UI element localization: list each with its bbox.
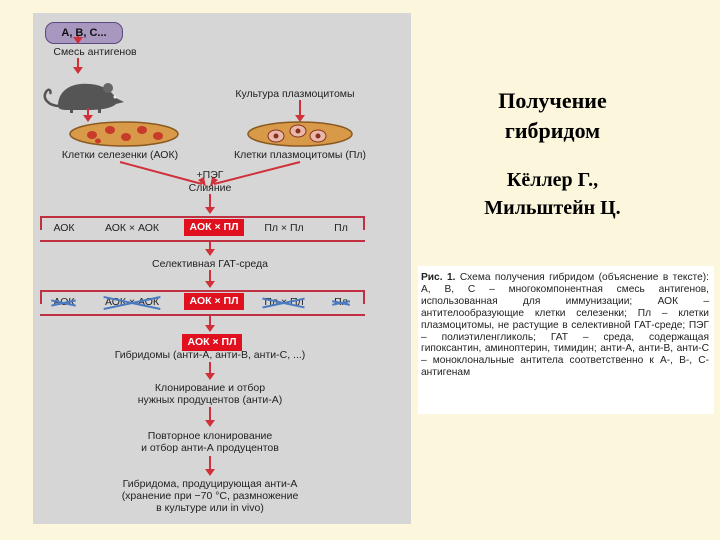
fusion-label: Слияние bbox=[188, 182, 232, 194]
converging-arrows bbox=[119, 161, 301, 187]
caption-box bbox=[418, 266, 714, 414]
row2-tick-right bbox=[363, 290, 365, 304]
row2-pl-pl: Пл × Пл bbox=[264, 296, 304, 308]
row2-pl: Пл bbox=[334, 296, 348, 308]
plasmacytoma-culture-label: Культура плазмоцитомы bbox=[235, 88, 355, 100]
row1-tick-right bbox=[363, 216, 365, 230]
row2-tick-left bbox=[40, 290, 42, 304]
hybridomas-label: Гибридомы (анти-А, анти-В, анти-С, ...) bbox=[114, 349, 306, 361]
figure-caption: Рис. 1. Схема получения гибридом (объясн… bbox=[421, 272, 709, 379]
plasmacytoma-cells-label: Клетки плазмоцитомы (Пл) bbox=[233, 149, 367, 161]
row1-pl: Пл bbox=[334, 222, 348, 234]
authors: Кёллер Г., Мильштейн Ц. bbox=[484, 169, 621, 219]
row1-tick-left bbox=[40, 216, 42, 230]
row2-aok: АОК bbox=[53, 296, 75, 308]
row1-aok-pl: АОК × ПЛ bbox=[184, 219, 244, 236]
final-label-3: в культуре или in vivo) bbox=[156, 502, 264, 514]
mouse-icon bbox=[43, 83, 124, 113]
row1-aok-aok: АОК × АОК bbox=[104, 222, 160, 234]
row2-line-top bbox=[40, 290, 365, 292]
cloning-label-1: Клонирование и отбор bbox=[154, 382, 266, 394]
final-label-2: (хранение при −70 °С, размножение bbox=[121, 490, 299, 502]
row1-line-top bbox=[40, 216, 365, 218]
plasmacytoma-cells-dish bbox=[247, 121, 353, 147]
selective-medium-label: Селективная ГАТ-среда bbox=[152, 258, 268, 270]
spleen-cells-label: Клетки селезенки (АОК) bbox=[61, 149, 179, 161]
recloning-label-2: и отбор анти-А продуцентов bbox=[141, 442, 279, 454]
row2-line-bottom bbox=[40, 314, 365, 316]
row1-aok: АОК bbox=[53, 222, 75, 234]
row1-line-bottom bbox=[40, 240, 365, 242]
antigens-badge: A, B, C... bbox=[45, 22, 123, 44]
peg-label: +ПЭГ bbox=[196, 169, 224, 181]
hybrid-box: АОК × ПЛ bbox=[182, 334, 242, 351]
cloning-label-2: нужных продуцентов (анти-А) bbox=[137, 394, 283, 406]
row1-pl-pl: Пл × Пл bbox=[264, 222, 304, 234]
final-label-1: Гибридома, продуцирующая анти-А bbox=[122, 478, 298, 490]
spleen-cells-dish bbox=[69, 121, 179, 147]
page-title: Получение гибридом bbox=[498, 88, 607, 143]
recloning-label-1: Повторное клонирование bbox=[147, 430, 273, 442]
antigen-mix-label: Смесь антигенов bbox=[53, 46, 137, 58]
row2-aok-pl: АОК × ПЛ bbox=[184, 293, 244, 310]
row2-aok-aok: АОК × АОК bbox=[104, 296, 160, 308]
